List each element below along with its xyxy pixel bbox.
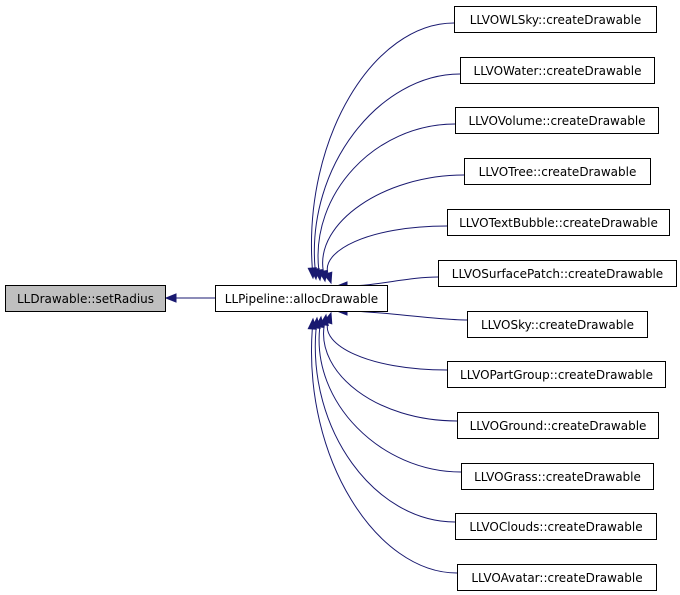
call-edge-arrowhead	[323, 271, 333, 285]
call-edge	[311, 328, 458, 574]
call-edge	[346, 310, 468, 321]
caller-node[interactable]: LLVOGrass::createDrawable	[461, 463, 654, 490]
caller-node[interactable]: LLVOPartGroup::createDrawable	[447, 361, 666, 388]
caller-node-label: LLVOVolume::createDrawable	[468, 114, 645, 128]
caller-node[interactable]: LLVOGround::createDrawable	[457, 412, 659, 439]
caller-node-label: LLVOPartGroup::createDrawable	[460, 368, 653, 382]
caller-node[interactable]: LLVOTextBubble::createDrawable	[447, 209, 670, 236]
caller-node-label: LLVOGrass::createDrawable	[474, 470, 641, 484]
caller-node-label: LLVOWater::createDrawable	[474, 64, 642, 78]
caller-node-label: LLVOWLSky::createDrawable	[470, 13, 642, 27]
call-edge	[314, 327, 456, 523]
caller-node-label: LLVOTextBubble::createDrawable	[459, 216, 658, 230]
caller-node[interactable]: LLVOSurfacePatch::createDrawable	[438, 260, 677, 287]
node-middle-label: LLPipeline::allocDrawable	[225, 292, 378, 306]
caller-node-label: LLVOSky::createDrawable	[481, 318, 634, 332]
caller-nodes: LLVOWLSky::createDrawableLLVOWater::crea…	[438, 6, 677, 591]
call-edge-arrowhead	[307, 317, 317, 330]
call-edge	[318, 326, 462, 473]
call-edge	[326, 322, 448, 371]
caller-node[interactable]: LLVOAvatar::createDrawable	[457, 564, 657, 591]
caller-node[interactable]: LLVOWater::createDrawable	[460, 57, 655, 84]
node-root-label: LLDrawable::setRadius	[17, 292, 154, 306]
root-edge-arrowhead	[164, 293, 177, 303]
call-edge	[323, 324, 458, 422]
node-root[interactable]: LLDrawable::setRadius	[5, 285, 166, 312]
call-edge	[310, 22, 455, 269]
caller-node-label: LLVOTree::createDrawable	[479, 165, 637, 179]
caller-node[interactable]: LLVOVolume::createDrawable	[455, 107, 659, 134]
node-middle[interactable]: LLPipeline::allocDrawable	[215, 285, 388, 312]
caller-node[interactable]: LLVOSky::createDrawable	[467, 311, 648, 338]
call-edge	[346, 276, 439, 287]
caller-node-label: LLVOAvatar::createDrawable	[471, 571, 642, 585]
call-edge	[326, 225, 448, 274]
caller-node-label: LLVOClouds::createDrawable	[469, 520, 642, 534]
caller-node[interactable]: LLVOTree::createDrawable	[464, 158, 651, 185]
caller-node-label: LLVOGround::createDrawable	[470, 419, 647, 433]
caller-node[interactable]: LLVOWLSky::createDrawable	[454, 6, 657, 33]
call-edge	[313, 73, 461, 270]
caller-node-label: LLVOSurfacePatch::createDrawable	[452, 267, 663, 281]
edges	[176, 22, 468, 574]
call-edge	[322, 174, 465, 272]
call-edge	[317, 123, 456, 271]
caller-node[interactable]: LLVOClouds::createDrawable	[455, 513, 657, 540]
